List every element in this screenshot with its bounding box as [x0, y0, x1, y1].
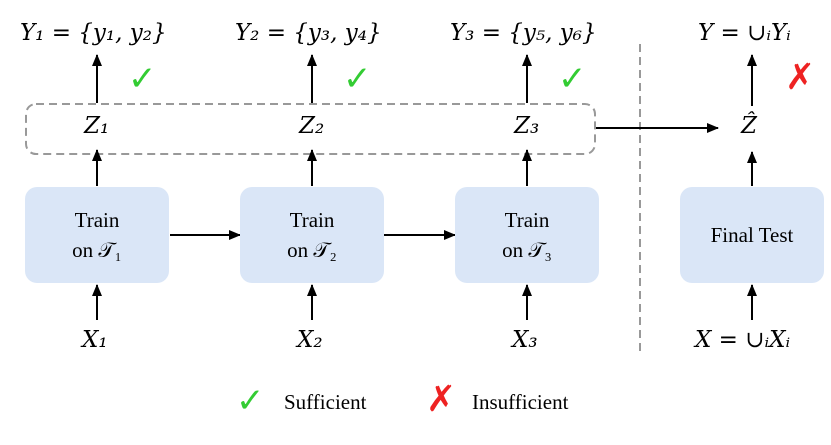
check-icon: ✓: [236, 381, 265, 421]
check-icon: ✓: [558, 59, 587, 99]
task-box-label: Train: [74, 208, 120, 232]
task-box-label: on 𝒯₃: [502, 238, 552, 262]
latent-label-zhat: Ẑ: [741, 113, 757, 139]
input-label-x1: X₁: [82, 327, 108, 353]
output-label-y-final: Y = ∪ᵢYᵢ: [698, 20, 791, 46]
task-box-label: on 𝒯₁: [72, 238, 122, 262]
input-label-x-final: X = ∪ᵢXᵢ: [695, 327, 791, 353]
latent-label-z1: Z₁: [84, 113, 110, 139]
input-label-x2: X₂: [297, 327, 323, 353]
task-box-1: Train on 𝒯₁: [25, 187, 169, 283]
final-test-label: Final Test: [710, 223, 794, 247]
task-box-label: on 𝒯₂: [287, 238, 337, 262]
input-label-x3: X₃: [512, 327, 538, 353]
task-box-label: Train: [289, 208, 335, 232]
task-box-2: Train on 𝒯₂: [240, 187, 384, 283]
legend-sufficient-label: Sufficient: [284, 390, 367, 414]
output-label-y2: Y₂ = {y₃, y₄}: [235, 20, 382, 46]
cross-icon: ✗: [785, 57, 816, 98]
cross-icon: ✗: [426, 379, 457, 420]
output-label-y3: Y₃ = {y₅, y₆}: [450, 20, 597, 46]
legend: ✓ Sufficient ✗ Insufficient: [236, 380, 616, 424]
check-icon: ✓: [343, 59, 372, 99]
legend-insufficient-label: Insufficient: [472, 390, 569, 414]
latent-label-z3: Z₃: [514, 113, 540, 139]
task-box-3: Train on 𝒯₃: [455, 187, 599, 283]
final-test-box: Final Test: [680, 187, 824, 283]
check-icon: ✓: [128, 59, 157, 99]
task-box-label: Train: [504, 208, 550, 232]
output-label-y1: Y₁ = {y₁, y₂}: [20, 20, 167, 46]
latent-label-z2: Z₂: [299, 113, 325, 139]
